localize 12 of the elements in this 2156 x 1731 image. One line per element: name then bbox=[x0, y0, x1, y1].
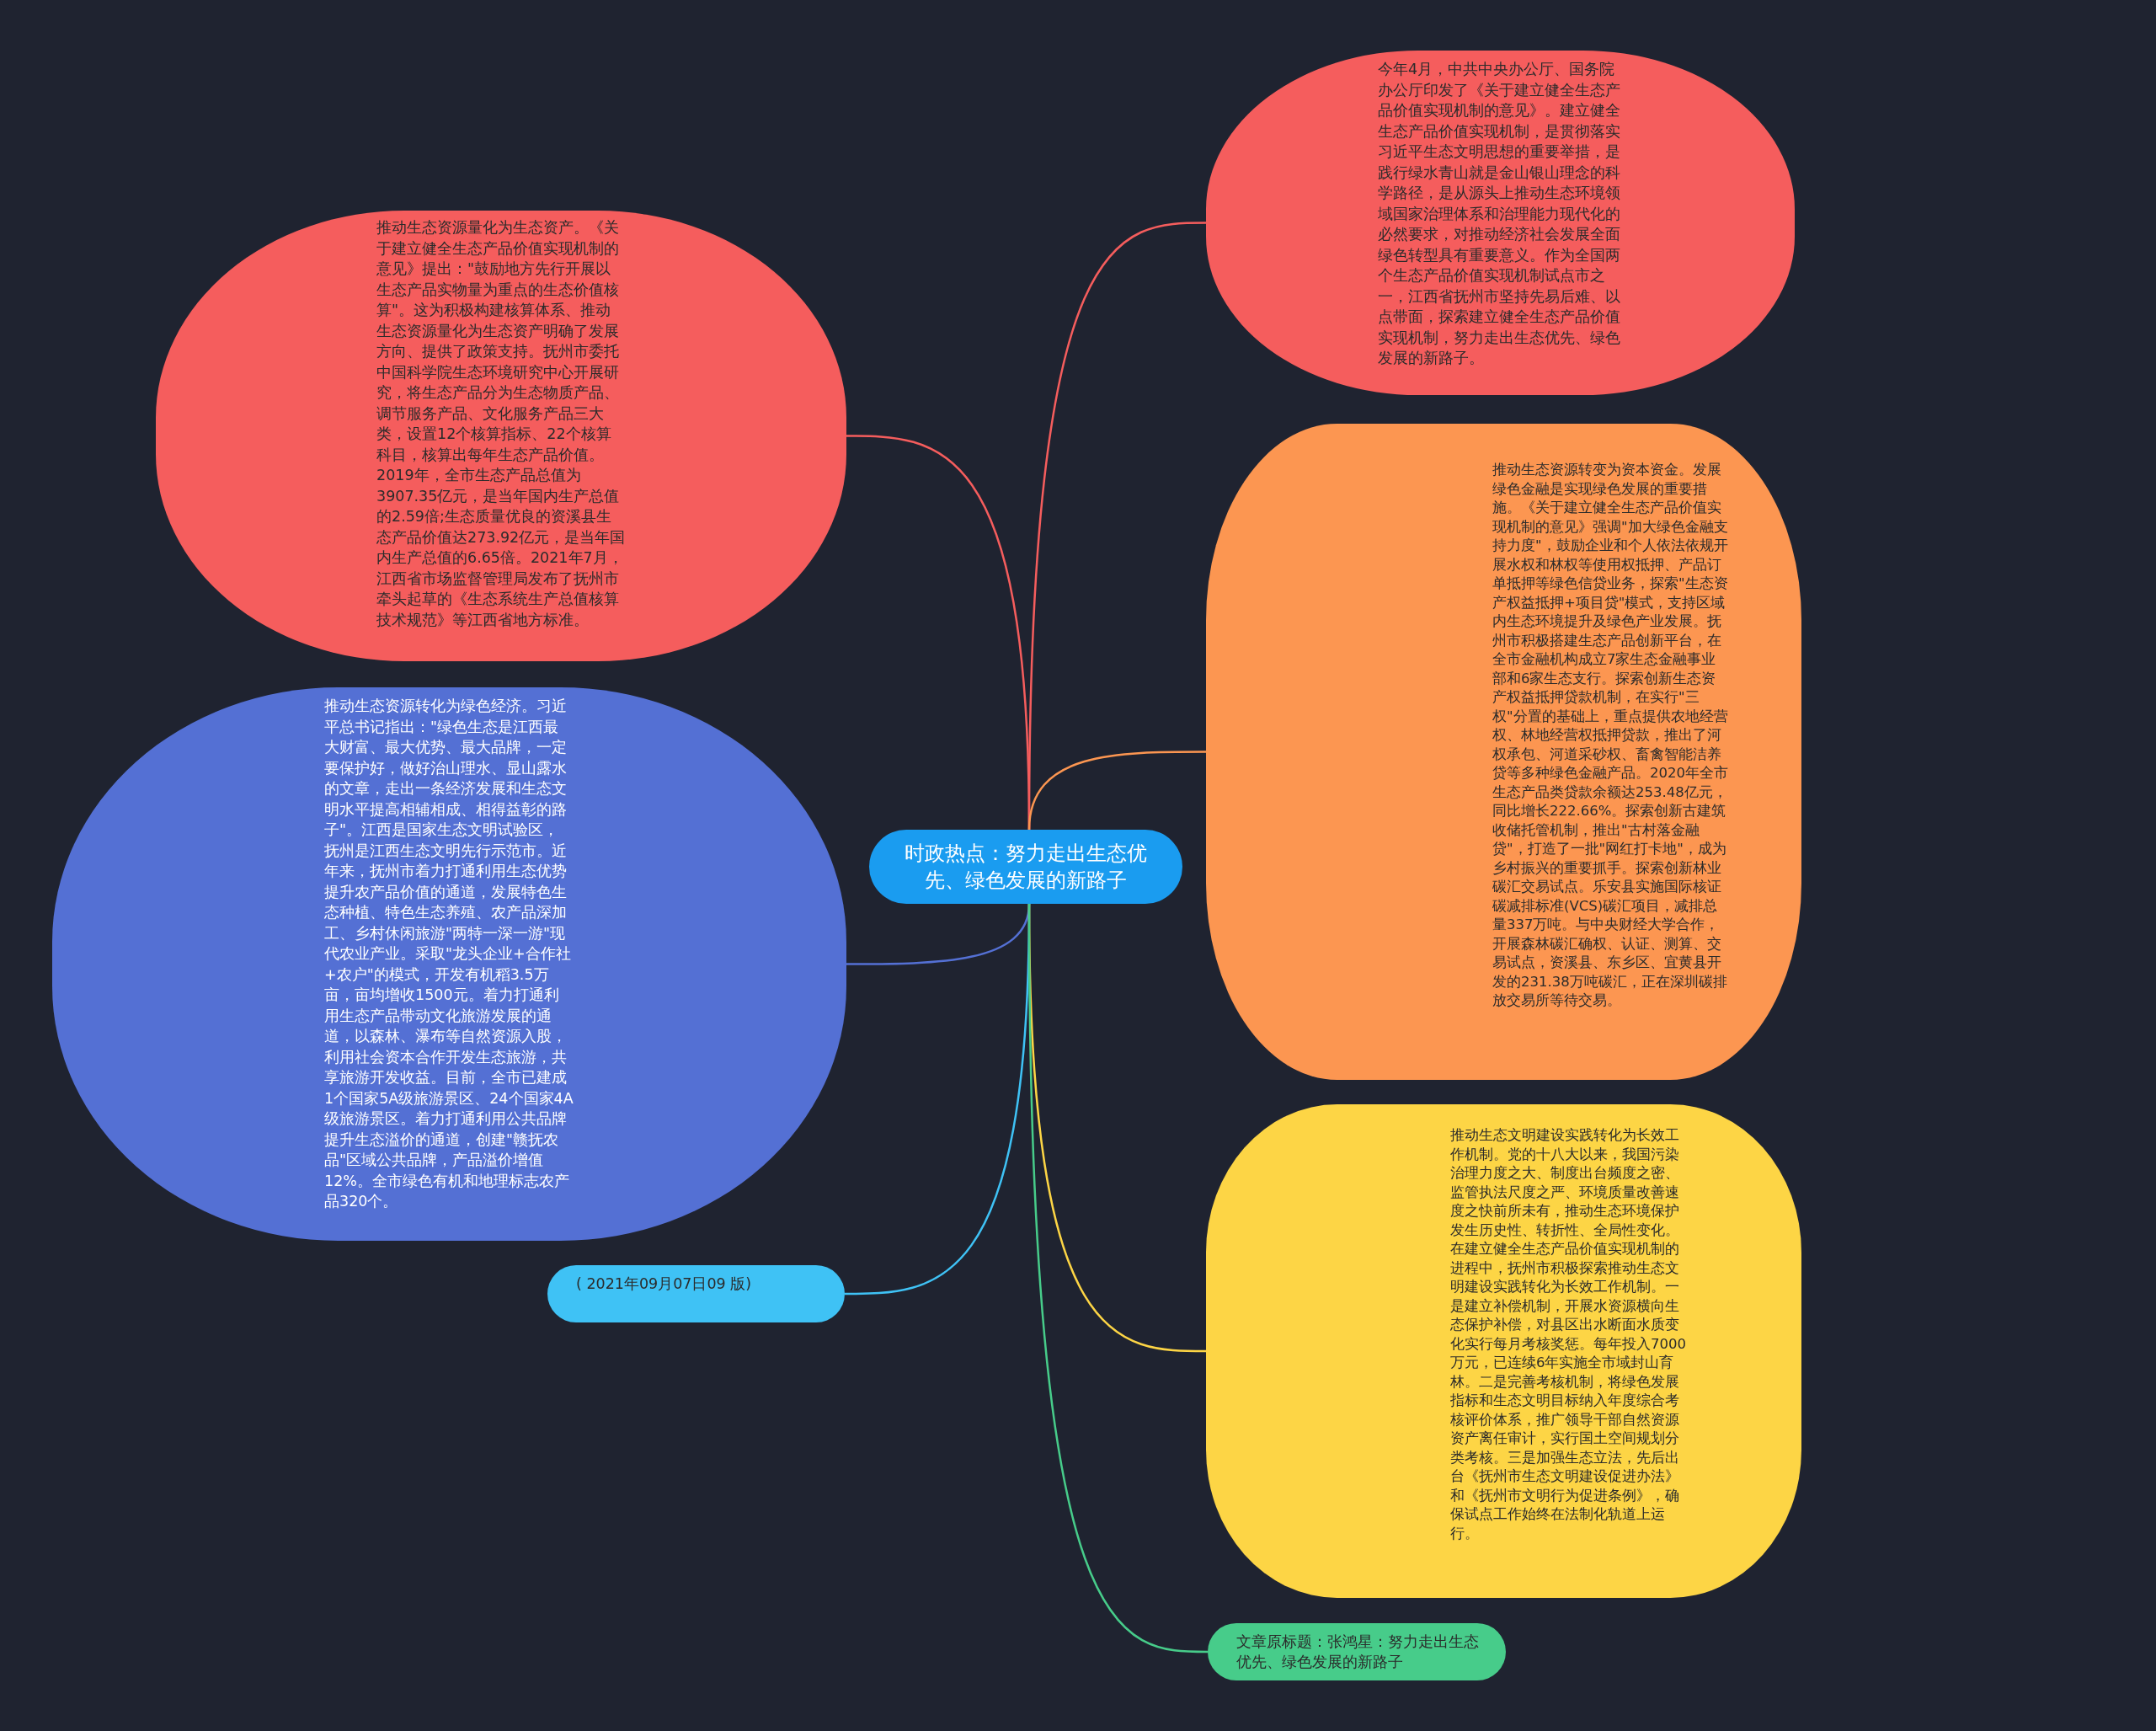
bubble-text: 推动生态资源量化为生态资产。《关于建立健全生态产品价值实现机制的意见》提出："鼓励地方先行开展以生态产品实物量为重点的生态价值核算"。这为积极构建核算体系、推动生态资源量化为生态资产明确了发展方向、提供了政策支持。抚州市委托中国科学院生态环境研究中心开展研究，将生态产品分为生态物质产品、调节服务产品、文化服务产品三大类，设置12个核算指标、22个核算科目，核算出每年生态产品价值。2019年，全市生态产品总值为3907.35亿元，是当年国内生产总值的2.59倍;生态质量优良的资溪县生态产品价值达273.92亿元，是当年国内生产总值的6.65倍。2021年7月，江西省市场监督管理局发布了抚州市牵头起草的《生态系统生产总值核算技术规范》等江西省地方标准。 bbox=[376, 218, 626, 630]
bubble-text: 推动生态文明建设实践转化为长效工作机制。党的十八大以来，我国污染治理力度之大、制度出台频度之密、监管执法尺度之严、环境质量改善速度之快前所未有，推动生态环境保护发生历史性、转折性、全局性变化。在建立健全生态产品价值实现机制的进程中，抚州市积极探索推动生态文明建设实践转化为长效工作机制。一是建立补偿机制，开展水资源横向生态保护补偿，对县区出水断面水质变化实行每月考核奖惩。每年投入7000万元，已连续6年实施全市域封山育林。二是完善考核机制，将绿色发展指标和生态文明目标纳入年度综合考核评价体系，推广领导干部自然资源资产离任审计，实行国土空间规划分类考核。三是加强生态立法，先后出台《抚州市生态文明建设促进办法》和《抚州市文明行为促进条例》，确保试点工作始终在法制化轨道上运行。 bbox=[1450, 1126, 1687, 1543]
bubble-text: 推动生态资源转变为资本资金。发展绿色金融是实现绿色发展的重要措施。《关于建立健全生态产品价值实现机制的意见》强调"加大绿色金融支持力度"，鼓励企业和个人依法依规开展水权和林权等使用权抵押、产品订单抵押等绿色信贷业务，探索"生态资产权益抵押+项目贷"模式，支持区域内生态环境提升及绿色产业发展。抚州市积极搭建生态产品创新平台，在全市金融机构成立7家生态金融事业部和6家生态支行。探索创新生态资产权益抵押贷款机制，在实行"三权"分置的基础上，重点提供农地经营权、林地经营权抵押贷款，推出了河权承包、河道采砂权、畜禽智能洁养贷等多种绿色金融产品。2020年全市生态产品类贷款余额达253.48亿元，同比增长222.66%。探索创新古建筑收储托管机制，推出"古村落金融贷"，打造了一批"网红打卡地"，成为乡村振兴的重要抓手。探索创新林业碳汇交易试点。乐安县实施国际核证碳减排标准(VCS)碳汇项目，减排总量337万吨。与中央财经大学合作，开展森林碳汇确权、认证、测算、交易试点，资溪县、东乡区、宜黄县开发的231.38万吨碳汇，正在深圳碳排放交易所等待交易。 bbox=[1492, 461, 1729, 1010]
pill-text: ( 2021年09月07日09 版) bbox=[576, 1274, 753, 1294]
connector bbox=[1027, 751, 1206, 831]
pill-text: 文章原标题：张鸿星：努力走出生态优先、绿色发展的新路子 bbox=[1236, 1632, 1480, 1672]
connector bbox=[1027, 904, 1209, 1654]
bubble-text: 推动生态资源转化为绿色经济。习近平总书记指出："绿色生态是江西最大财富、最大优势、最大品牌，一定要保护好，做好治山理水、显山露水的文章，走出一条经济发展和生态文明水平提高相辅相成、相得益彰的路子"。江西是国家生态文明试验区，抚州是江西生态文明先行示范市。近年来，抚州市着力打通利用生态优势提升农产品价值的通道，发展特色生态种植、特色生态养殖、农产品深加工、乡村休闲旅游"两特一深一游"现代农业产业。采取"龙头企业+合作社+农户"的模式，开发有机稻3.5万亩，亩均增收1500元。着力打通利用生态产品带动文化旅游发展的通道，以森林、瀑布等自然资源入股，利用社会资本合作开发生态旅游，共享旅游开发收益。目前，全市已建成1个国家5A级旅游景区、24个国家4A级旅游景区。着力打通利用公共品牌提升生态溢价的通道，创建"赣抚农品"区域公共品牌，产品溢价增值12%。全市绿色有机和地理标志农产品320个。 bbox=[324, 697, 574, 1211]
bubble bbox=[1206, 1104, 1801, 1598]
bubble-text: 今年4月，中共中央办公厅、国务院办公厅印发了《关于建立健全生态产品价值实现机制的意见》。建立健全生态产品价值实现机制，是贯彻落实习近平生态文明思想的重要举措，是践行绿水青山就是金山银山理念的科学路径，是从源头上推动生态环境领域国家治理体系和治理能力现代化的必然要求，对推动经济社会发展全面绿色转型具有重要意义。作为全国两个生态产品价值实现机制试点市之一，江西省抚州市坚持先易后难、以点带面，探索建立健全生态产品价值实现机制，努力走出生态优先、绿色发展的新路子。 bbox=[1378, 60, 1621, 368]
bubble bbox=[1206, 424, 1801, 1080]
topic-text: 时政热点：努力走出生态优先、绿色发展的新路子 bbox=[904, 841, 1148, 894]
